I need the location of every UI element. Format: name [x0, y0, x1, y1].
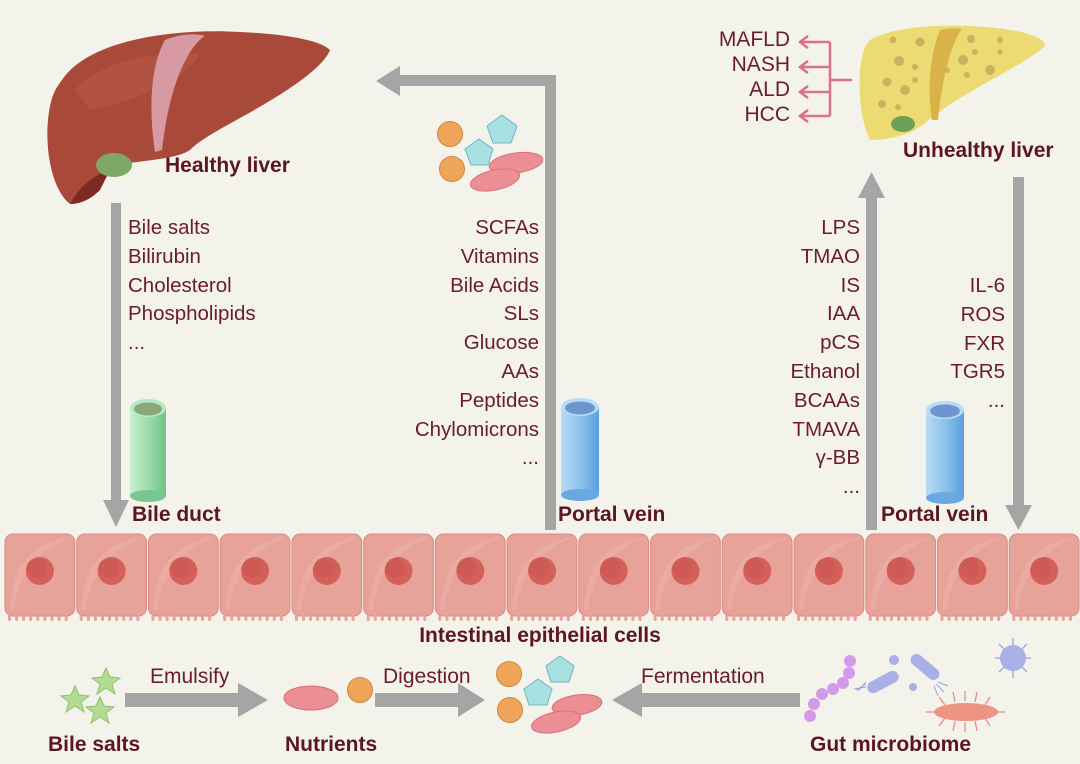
bile-item: Bile salts [128, 216, 211, 239]
digested-products-icon [496, 655, 603, 734]
bile-duct-label: Bile duct [132, 503, 221, 526]
nutrient-cluster-top-icon [437, 114, 544, 192]
signal-item: FXR [964, 331, 1005, 355]
epithelial-cell [721, 533, 793, 621]
disease-item: NASH [731, 53, 790, 76]
epithelial-cell [4, 533, 76, 621]
fermentation-arrow [612, 683, 800, 717]
absorbed-item: Bile Acids [450, 273, 539, 297]
epithelial-cell [1008, 533, 1080, 621]
bile-duct-items: Bile salts Bilirubin Cholesterol Phospho… [128, 214, 256, 358]
epithelial-cell [650, 533, 721, 621]
liver-to-gut-items: IL-6 ROS FXR TGR5 ... [885, 272, 1005, 416]
absorbed-item: AAs [501, 359, 539, 383]
bacillus-icon [926, 691, 1005, 732]
absorbed-item: SLs [503, 302, 539, 326]
absorbed-item: Glucose [463, 331, 539, 355]
gut-microbiome-label: Gut microbiome [810, 733, 972, 756]
portal-vein-cylinder-unhealthy-icon [926, 401, 964, 504]
epithelial-cell [147, 533, 219, 621]
epithelial-cell [434, 533, 506, 621]
unhealthy-liver-label: Unhealthy liver [903, 139, 1054, 162]
epithelial-cell [363, 533, 434, 621]
bile-item: Bilirubin [128, 244, 201, 268]
disease-item: HCC [744, 103, 791, 126]
unhealthy-liver-icon [859, 25, 1045, 140]
portal-vein-label: Portal vein [558, 503, 666, 526]
metabolite-item: ... [842, 475, 860, 499]
absorbed-item: Peptides [459, 388, 539, 412]
metabolite-item: pCS [820, 331, 860, 355]
epithelial-cell [291, 533, 363, 621]
liver-to-gut-arrow-down [1005, 177, 1032, 530]
nutrients-icon [283, 677, 373, 711]
metabolite-item: TMAO [800, 244, 860, 268]
healthy-liver-icon [47, 31, 330, 204]
portal-vein-cylinder-icon [561, 398, 599, 501]
portal-vein-arrow-to-liver [376, 66, 556, 530]
epithelium-label: Intestinal epithelial cells [419, 624, 661, 647]
metabolite-item: LPS [821, 216, 860, 239]
virus-icon [995, 638, 1031, 678]
metabolite-item: Ethanol [790, 359, 860, 383]
epithelial-cell [578, 533, 650, 621]
metabolite-item: γ-BB [815, 446, 860, 470]
epithelial-cell [793, 533, 865, 621]
intestinal-epithelium [4, 533, 1080, 621]
signal-item: TGR5 [950, 360, 1005, 384]
digestion-arrow [375, 683, 485, 717]
epithelial-cell [865, 533, 937, 621]
bile-item: Phospholipids [128, 302, 256, 326]
metabolite-item: IAA [826, 302, 860, 326]
nutrients-label: Nutrients [285, 733, 378, 756]
bile-duct-cylinder-icon [130, 399, 166, 502]
metabolite-item: IS [840, 273, 860, 297]
disease-item: ALD [749, 78, 790, 101]
emulsify-arrow [125, 683, 268, 717]
gut-microbiome-icon [804, 638, 1031, 732]
absorbed-item: SCFAs [475, 216, 539, 239]
metabolite-item: TMAVA [792, 417, 860, 441]
signal-item: IL-6 [969, 274, 1005, 297]
epithelial-cell [506, 533, 578, 621]
bile-salts-stars-icon [59, 666, 122, 725]
portal-vein-healthy-items: SCFAs Vitamins Bile Acids SLs Glucose AA… [339, 214, 539, 473]
metabolite-item: BCAAs [793, 388, 860, 412]
bile-salts-label: Bile salts [48, 733, 141, 756]
bile-item: ... [128, 331, 146, 355]
portal-vein-arrow-up-unhealthy [858, 172, 885, 530]
absorbed-item: ... [521, 446, 539, 470]
disease-arrows [797, 35, 852, 123]
signal-item: ROS [960, 302, 1005, 326]
bile-duct-arrow [103, 203, 129, 527]
absorbed-item: Chylomicrons [414, 417, 539, 441]
digestion-label: Digestion [383, 665, 471, 688]
emulsify-label: Emulsify [150, 665, 230, 688]
signal-item: ... [987, 389, 1005, 413]
epithelial-cell [219, 533, 291, 621]
portal-vein-unhealthy-up-items: LPS TMAO IS IAA pCS Ethanol BCAAs TMAVA … [720, 214, 860, 502]
portal-vein-unhealthy-label: Portal vein [881, 503, 989, 526]
epithelial-cell [76, 533, 147, 621]
disease-item: MAFLD [718, 28, 790, 51]
bile-item: Cholesterol [128, 273, 232, 297]
fermentation-label: Fermentation [641, 665, 765, 688]
disease-list: MAFLD NASH ALD HCC [670, 27, 790, 127]
absorbed-item: Vitamins [460, 244, 539, 268]
healthy-liver-label: Healthy liver [165, 154, 290, 177]
epithelial-cell [937, 533, 1008, 621]
